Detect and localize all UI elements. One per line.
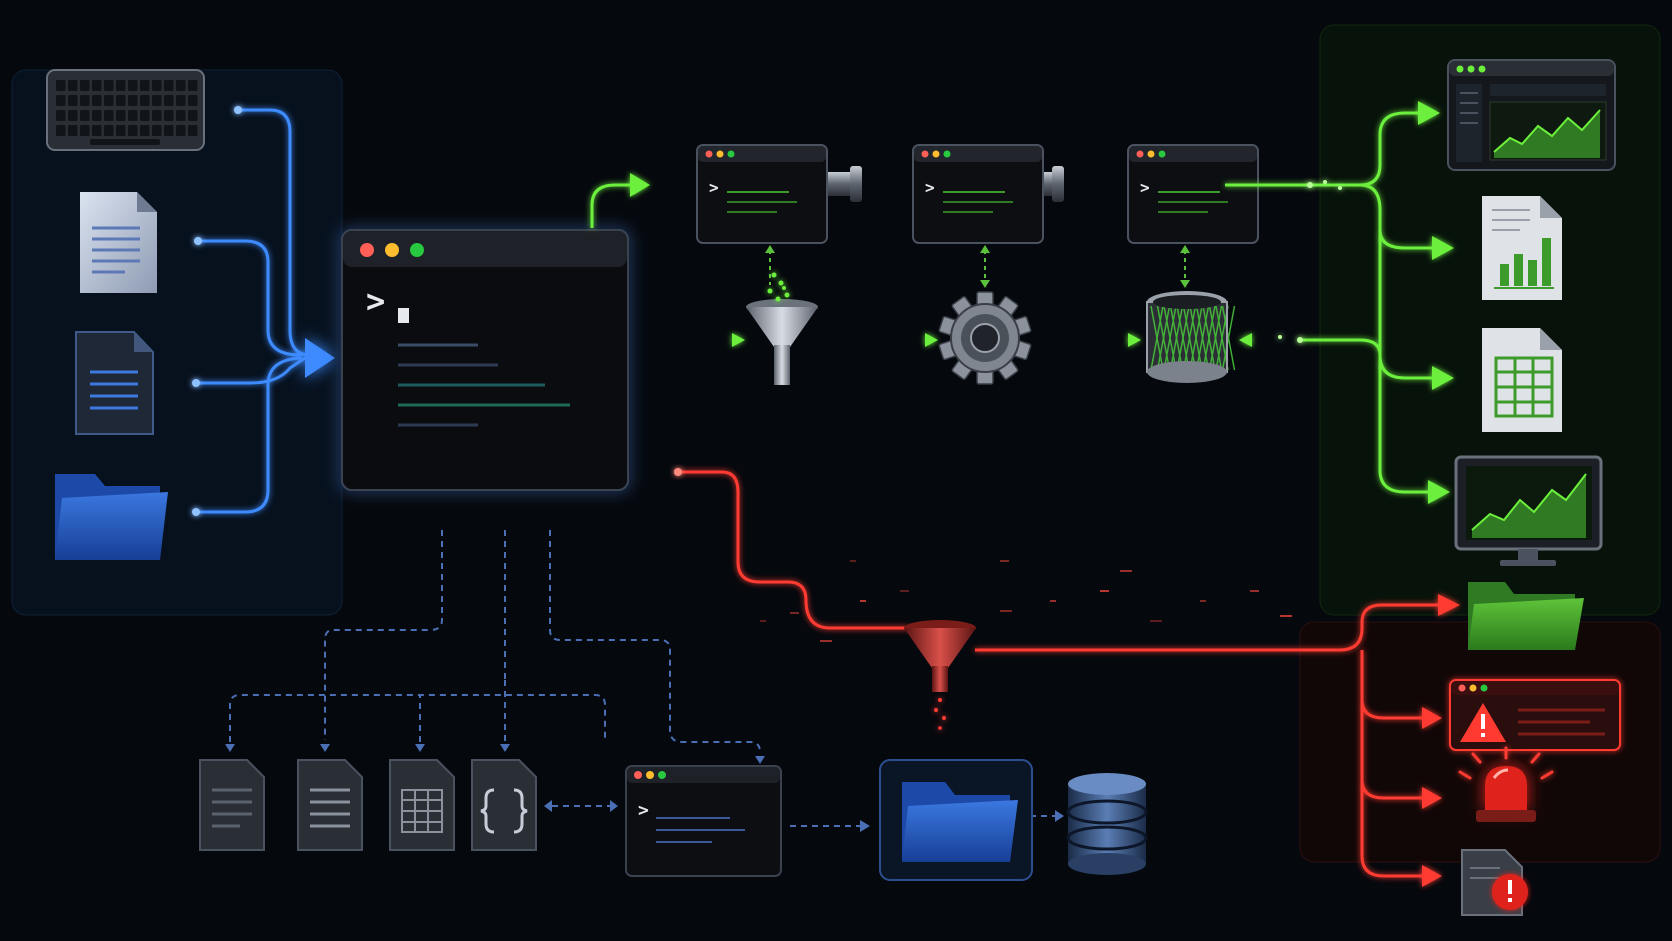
terminal-window-icon: >	[625, 765, 782, 877]
input-flows	[194, 108, 312, 514]
keyboard-icon	[46, 69, 205, 151]
processing-flow-arrows	[732, 333, 1252, 347]
folder-icon	[1468, 582, 1584, 650]
error-output-arrows	[1422, 594, 1460, 887]
funnel-icon	[746, 272, 818, 385]
terminal-window-icon: >	[696, 144, 828, 244]
maximize-button[interactable]	[410, 243, 424, 257]
storage-flow-arrows	[225, 744, 1064, 832]
minimize-button[interactable]	[385, 243, 399, 257]
error-flow	[676, 470, 1440, 878]
terminal-window-icon: >	[1127, 144, 1259, 244]
gear-icon	[938, 291, 1032, 385]
filter-cylinder-icon	[1146, 291, 1236, 383]
document-icon	[199, 759, 265, 851]
terminal-prompt: >	[1140, 178, 1150, 197]
input-arrow-icon	[305, 338, 335, 378]
error-window-icon	[1449, 679, 1621, 751]
chart-document-icon	[1482, 196, 1562, 300]
table-document-icon	[389, 759, 455, 851]
terminal-prompt: >	[925, 178, 935, 197]
funnel-icon	[904, 620, 976, 730]
document-icon	[297, 759, 363, 851]
main-terminal-window[interactable]: >	[341, 229, 629, 491]
spreadsheet-document-icon	[1482, 328, 1562, 432]
success-flow-dots	[1278, 180, 1342, 343]
dashboard-window-icon	[1447, 59, 1616, 171]
json-document-icon	[471, 759, 537, 851]
terminal-prompt: >	[366, 282, 385, 320]
process-links	[769, 250, 1186, 285]
success-output-arrows	[1418, 101, 1454, 504]
terminal-cursor	[398, 308, 409, 323]
process-link-arrows	[765, 245, 1190, 288]
monitor-chart-icon	[1454, 455, 1603, 566]
error-document-icon	[1461, 849, 1528, 916]
alarm-siren-icon	[1458, 746, 1554, 822]
database-icon	[1066, 773, 1148, 875]
input-flow-dots	[192, 106, 242, 516]
terminal-prompt: >	[709, 178, 719, 197]
success-output-flows	[1225, 111, 1435, 494]
storage-flows	[229, 530, 1055, 827]
close-button[interactable]	[360, 243, 374, 257]
folder-icon	[55, 474, 168, 560]
document-icon	[80, 192, 157, 293]
folder-icon	[879, 759, 1033, 881]
pipeline-flows	[590, 183, 635, 228]
pipeline-arrow-icon	[630, 173, 650, 197]
document-icon	[75, 331, 154, 435]
terminal-prompt: >	[638, 800, 649, 821]
error-particles	[760, 560, 1292, 642]
terminal-window-icon: >	[912, 144, 1044, 244]
error-flow-start-dot	[674, 468, 682, 476]
background-panels	[11, 24, 1661, 863]
